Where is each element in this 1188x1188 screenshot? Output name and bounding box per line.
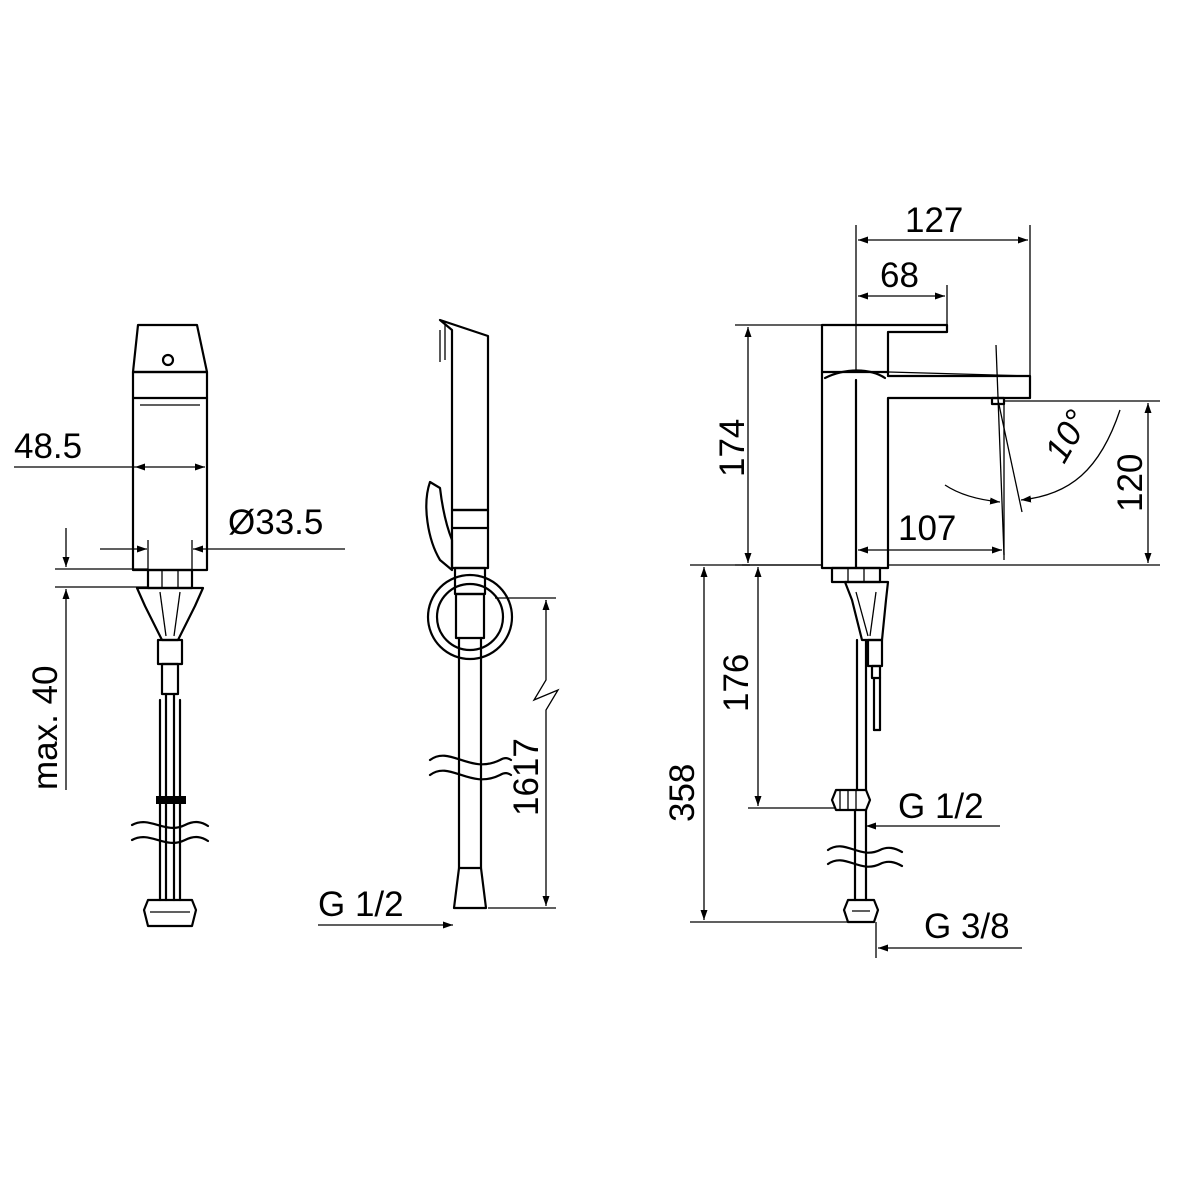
dim-max-thickness-label: max. 40 xyxy=(26,666,65,791)
dim-depth-connector-label: 176 xyxy=(717,654,756,712)
front-view: 127 68 174 120 10° 107 176 358 xyxy=(663,201,1160,958)
dim-width-label: 48.5 xyxy=(14,427,82,466)
thread-hose-label: G 1/2 xyxy=(318,885,404,924)
dim-projection-label: 127 xyxy=(905,201,963,240)
dim-spout-reach-label: 107 xyxy=(898,509,956,548)
side-view: 48.5 Ø33.5 max. 40 xyxy=(14,323,345,928)
hand-shower-view: 1617 G 1/2 xyxy=(318,318,560,929)
thread-bottom-label: G 3/8 xyxy=(924,907,1010,946)
thread-top-label: G 1/2 xyxy=(898,787,984,826)
dim-hose-length-label: 1617 xyxy=(507,738,546,816)
dim-total-below-label: 358 xyxy=(663,764,702,822)
dim-handle-label: 68 xyxy=(880,256,919,295)
dim-diameter-label: Ø33.5 xyxy=(228,503,323,542)
dim-outlet-height-label: 120 xyxy=(1111,454,1150,512)
dim-angle-label: 10° xyxy=(1037,404,1097,469)
dim-height-top-label: 174 xyxy=(713,419,752,477)
